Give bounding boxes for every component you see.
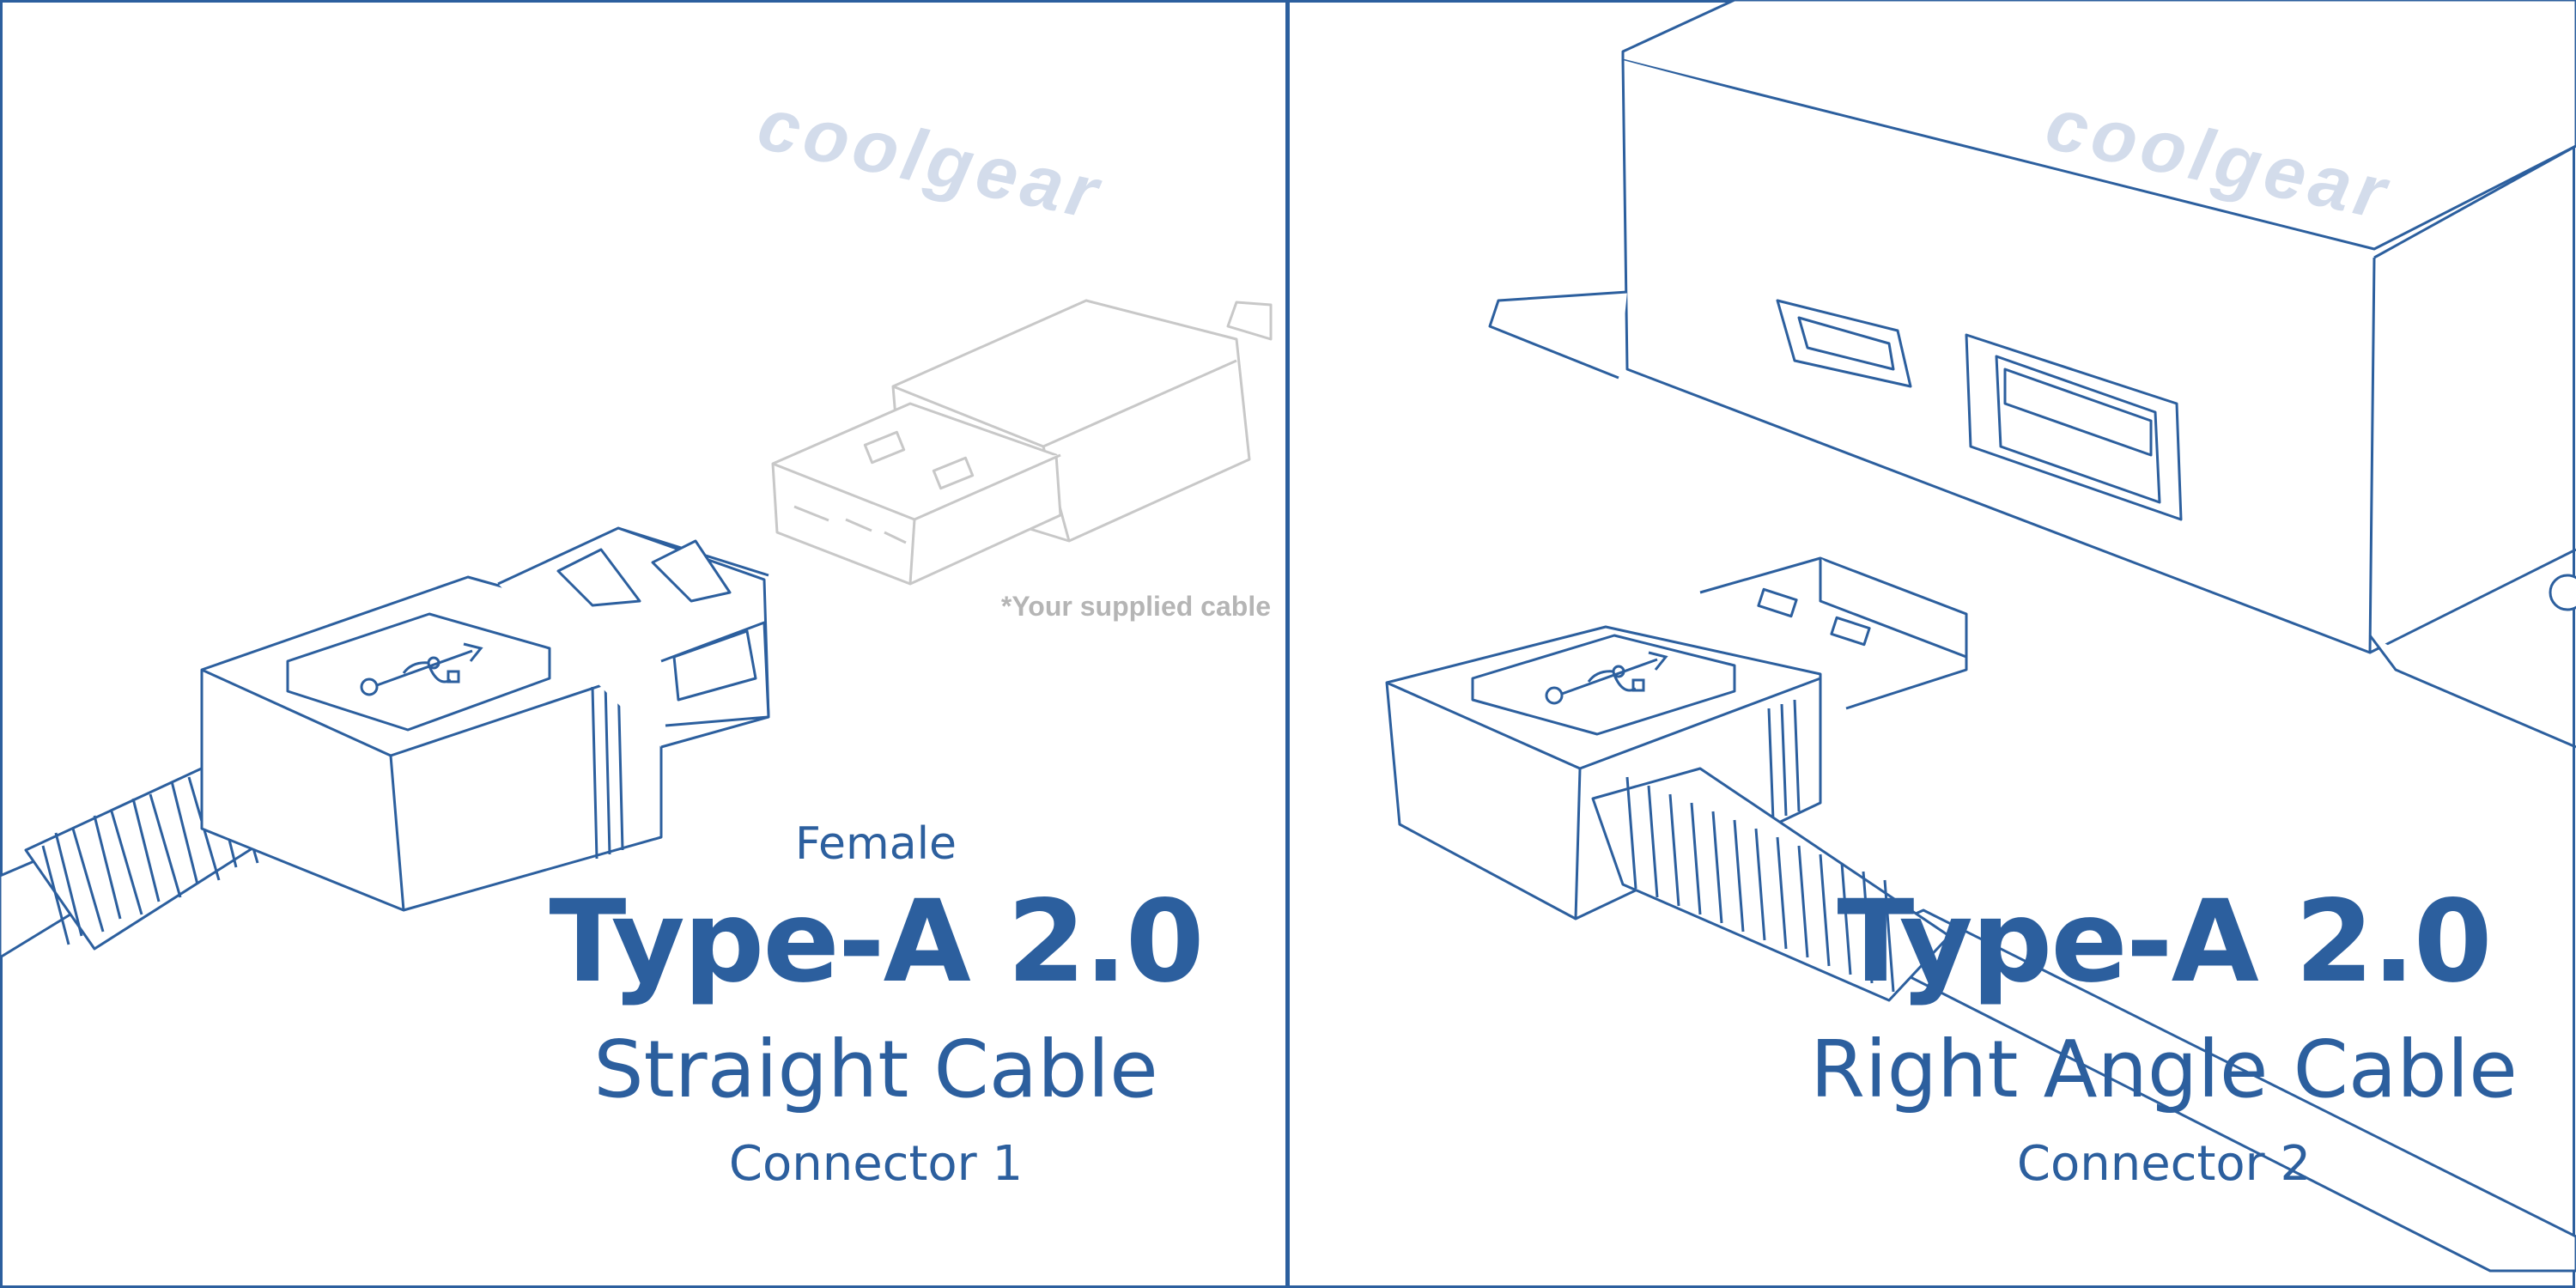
right-cable-style: Right Angle Cable: [1810, 1024, 2518, 1115]
left-cable-style: Straight Cable: [593, 1024, 1158, 1115]
usb-hub-enclosure: [1488, 0, 2576, 749]
left-panel-border: [0, 0, 1288, 1288]
left-gender-label: Female: [794, 818, 957, 870]
usb-icon: [1545, 651, 1668, 705]
right-connector-type: Type-A 2.0: [1837, 876, 2492, 1008]
left-connector-label: Connector 1: [728, 1136, 1024, 1192]
left-connector-type: Type-A 2.0: [549, 876, 1204, 1008]
right-angle-connector: [1385, 556, 2576, 1273]
usb-icon: [360, 642, 483, 696]
female-connector: [0, 526, 770, 959]
supplied-male-cable: [771, 299, 1273, 586]
supplied-cable-note: *Your supplied cable: [1000, 591, 1271, 622]
right-connector-label: Connector 2: [2016, 1136, 2312, 1192]
